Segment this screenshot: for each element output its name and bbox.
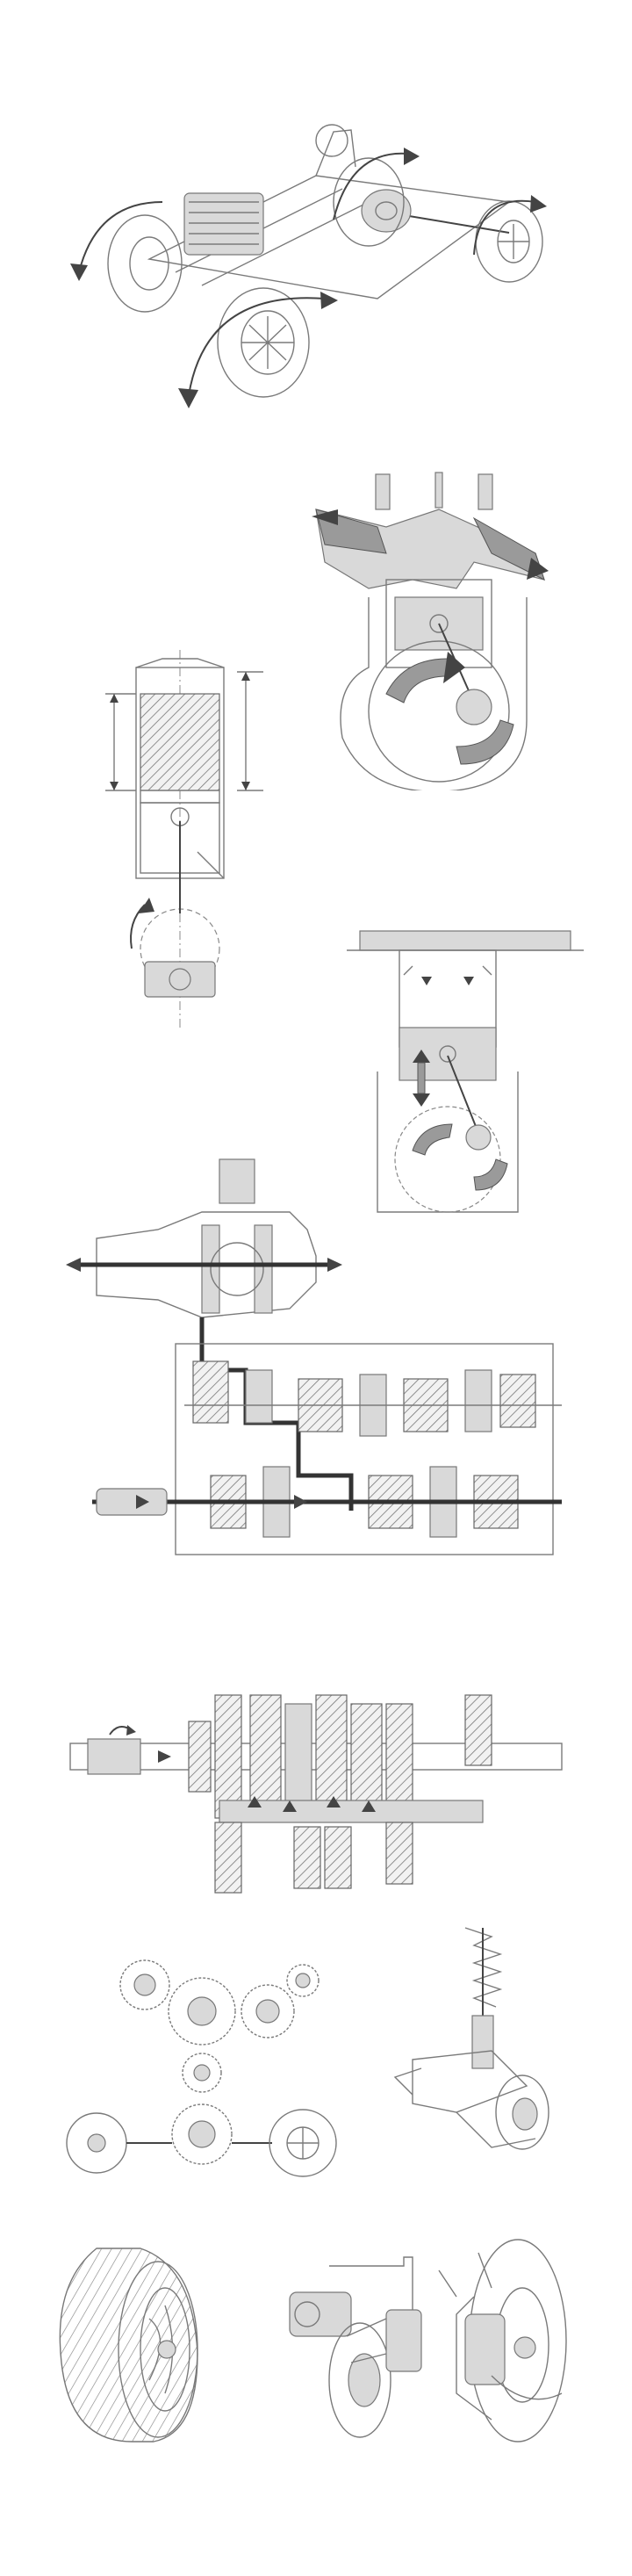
gear-set: [188, 1694, 492, 1819]
suspension-strut-icon: [393, 1927, 549, 2150]
two-stroke-engine-icon: [347, 930, 584, 1213]
rear-left-wheel: [333, 157, 405, 247]
two-stroke-figure: [0, 913, 632, 1247]
rear-right-wheel: [475, 200, 543, 283]
gear-shaft-figure: [0, 1669, 632, 1906]
drivetrain-figure: [0, 105, 632, 422]
gear-train-icon: [66, 1959, 337, 2177]
front-left-wheel: [107, 214, 183, 313]
front-right-wheel: [217, 287, 310, 398]
gear-stack: [192, 1360, 536, 1538]
piston-stroke-figure: [0, 650, 632, 1036]
suspension-figure: [0, 1910, 632, 2174]
caliper-figure: [0, 2231, 632, 2459]
brake-caliper-icon: [289, 2256, 422, 2438]
gear-train-figure: [0, 1932, 632, 2196]
disc-brake-assembly-icon: [438, 2239, 567, 2443]
engine-cutaway-figure: [0, 457, 632, 790]
tire-figure: [0, 2231, 632, 2459]
transaxle-figure: [0, 1142, 632, 1598]
gear-shaft-synchronizer-icon: [69, 1694, 563, 1894]
tire-tread-icon: [59, 2248, 198, 2443]
disc-brake-figure: [0, 2218, 632, 2464]
piston-stroke-dimension-icon: [105, 650, 263, 1028]
transaxle-gearbox-icon: [66, 1158, 562, 1555]
engine-cylinder-cutaway-icon: [312, 472, 549, 790]
car-chassis-wheels-icon: [70, 124, 547, 408]
